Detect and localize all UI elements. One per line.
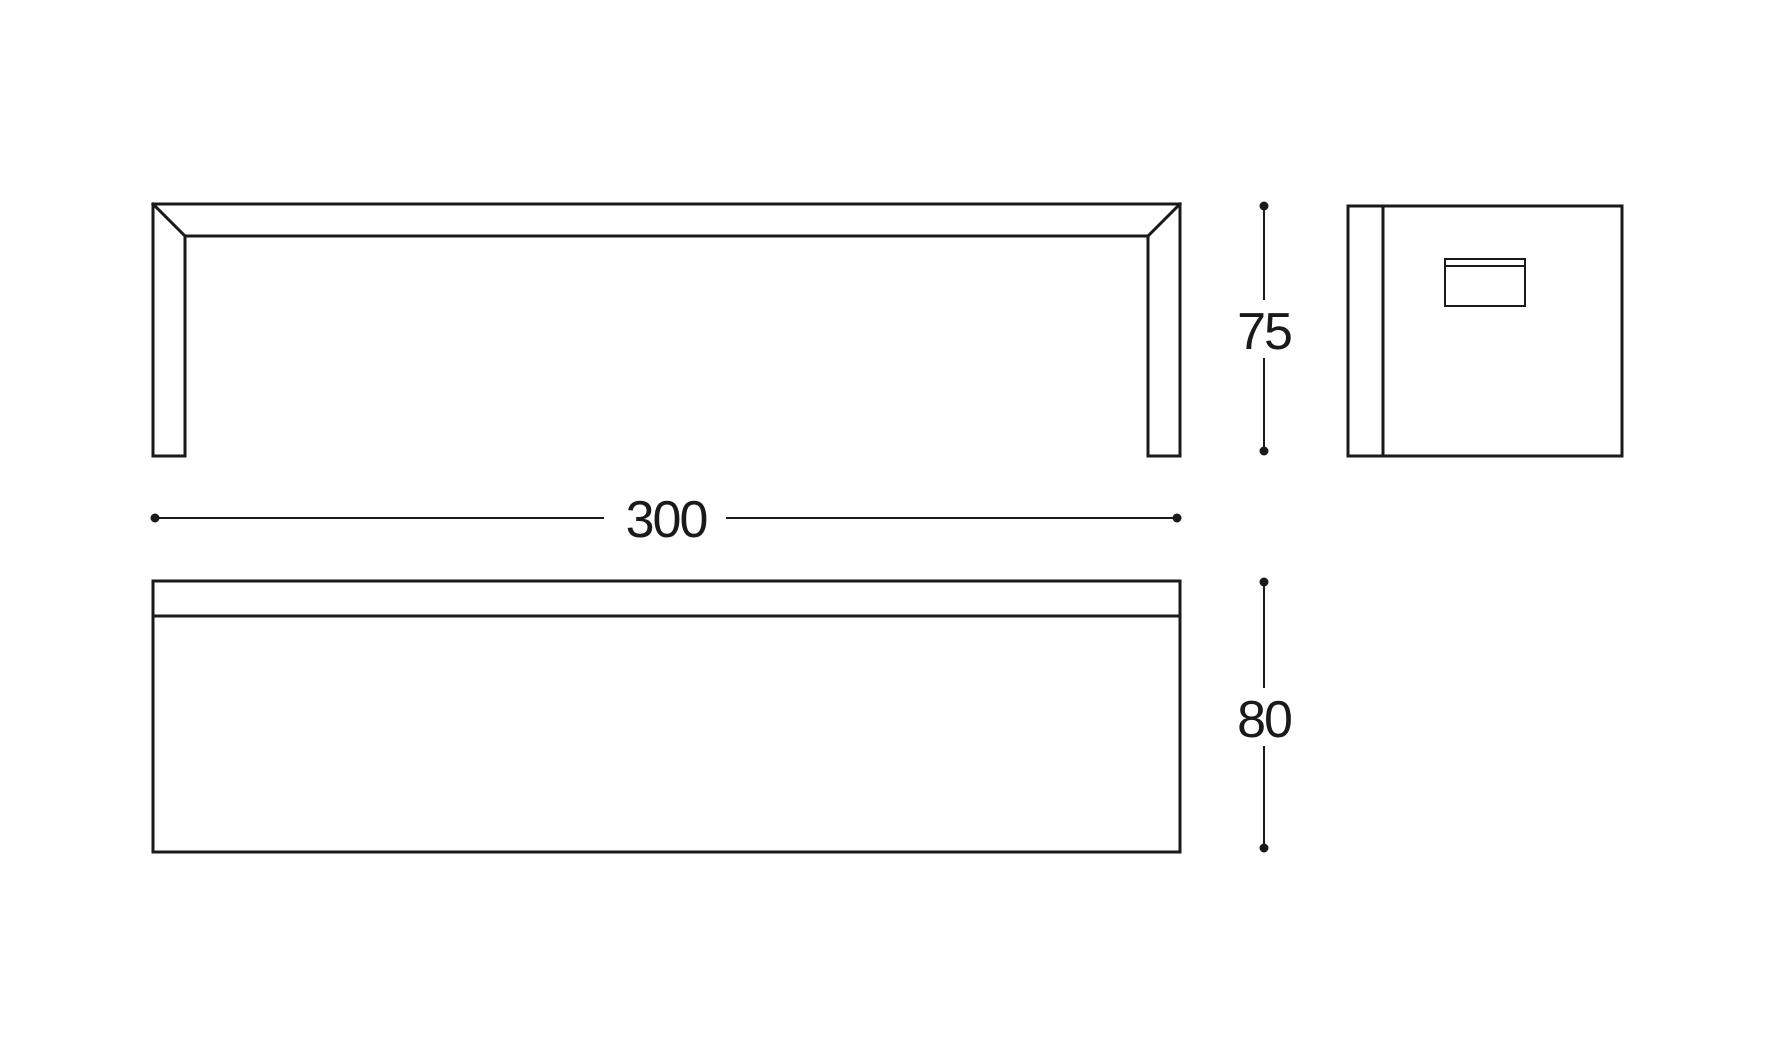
depth-dimension-label: 80 [1237,691,1291,749]
width-dimension-end-dot [1172,513,1182,523]
width-dimension-start-dot [150,513,160,523]
height-dimension: 75 [1228,201,1300,456]
height-dimension-bottom-dot [1259,446,1269,456]
right-miter-line [1145,201,1183,239]
width-dimension-label: 300 [626,491,707,549]
depth-dimension-top-dot [1259,577,1269,587]
width-dimension: 300 [150,490,1182,549]
side-view-outline [1346,204,1624,458]
front-view [150,201,1183,458]
top-view [151,579,1182,854]
side-view-handle [1444,258,1526,307]
depth-dimension-bottom-dot [1259,843,1269,853]
depth-dimension: 80 [1228,577,1300,853]
height-dimension-top-dot [1259,201,1269,211]
height-dimension-label: 75 [1237,303,1291,361]
front-view-outline [151,202,1182,458]
side-view [1346,204,1624,458]
left-miter-line [150,201,188,239]
top-view-outline [151,579,1182,854]
